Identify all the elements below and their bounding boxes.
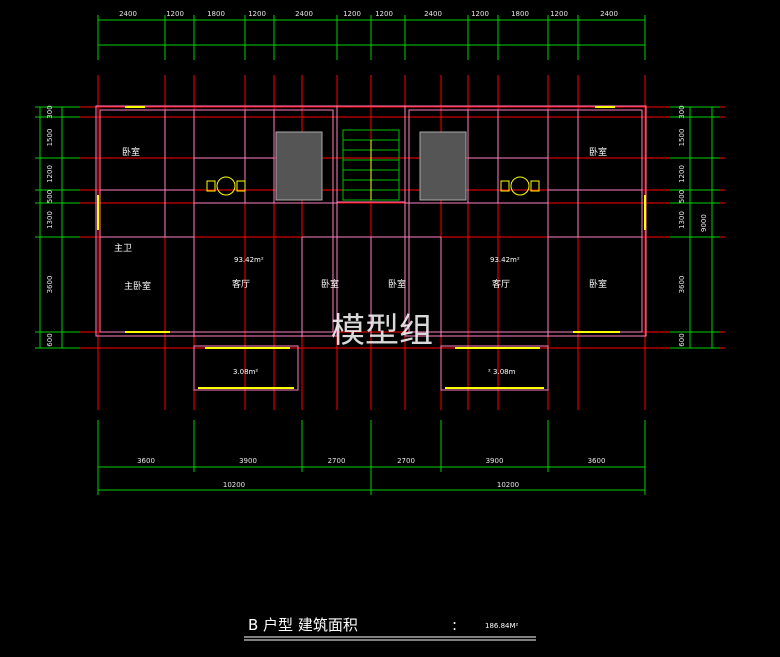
top-dimension-4: 2400 — [295, 10, 313, 18]
axis-grid — [40, 75, 725, 410]
bottom-total-right: 10200 — [497, 481, 519, 489]
top-dimension-3: 1200 — [248, 10, 266, 18]
area-left-unit: 93.42m² — [234, 256, 264, 264]
top-dimension-10: 1200 — [550, 10, 568, 18]
left-dimension-4: 1300 — [46, 211, 54, 229]
left-dimension-6: 600 — [46, 333, 54, 346]
top-dimension-9: 1800 — [511, 10, 529, 18]
left-dimension-3: 500 — [46, 190, 54, 203]
room-label-bedroom-top-left: 卧室 — [122, 146, 140, 158]
area-right-unit: 93.42m² — [490, 256, 520, 264]
right-dimension-labels: 300 1500 1200 500 1300 3600 600 — [678, 105, 686, 346]
room-label-living-left: 客厅 — [232, 278, 250, 290]
footer-colon: : — [452, 616, 457, 634]
left-dimension-labels: 300 1500 1200 500 1300 3600 600 — [46, 105, 54, 346]
top-dimension-7: 2400 — [424, 10, 442, 18]
right-dimension-6: 600 — [678, 333, 686, 346]
left-dimension-5: 3600 — [46, 276, 54, 294]
left-dimension-2: 1200 — [46, 165, 54, 183]
right-dimension-4: 1300 — [678, 211, 686, 229]
bottom-dimension-labels: 3600 3900 2700 2700 3900 3600 10200 10200 — [137, 457, 605, 489]
bottom-dimension-3: 2700 — [397, 457, 415, 465]
area-right-balcony: ² 3.08m — [488, 368, 516, 376]
footer-area-total: 186.84M² — [485, 622, 519, 630]
right-total-dimension: 9000 — [700, 214, 708, 232]
dining-furniture — [206, 176, 540, 196]
room-label-bedroom-mid-right: 卧室 — [388, 278, 406, 290]
top-dimension-11: 2400 — [600, 10, 618, 18]
top-dimension-0: 2400 — [119, 10, 137, 18]
bottom-dimension-0: 3600 — [137, 457, 155, 465]
kitchen-blocks — [275, 131, 467, 201]
footer-unit-label: B 户型 建筑面积 — [248, 616, 358, 634]
room-label-living-right: 客厅 — [492, 278, 510, 290]
bottom-dimension-5: 3600 — [588, 457, 606, 465]
bottom-dimension-1: 3900 — [239, 457, 257, 465]
right-dimension-2: 1200 — [678, 165, 686, 183]
bottom-dimension-2: 2700 — [328, 457, 346, 465]
room-label-master-bath: 主卫 — [114, 242, 132, 254]
top-dimension-6: 1200 — [375, 10, 393, 18]
room-label-bedroom-mid-left: 卧室 — [321, 278, 339, 290]
top-dimension-labels: 2400 1200 1800 1200 2400 1200 1200 2400 1200 1800… — [119, 10, 618, 18]
room-label-bedroom-right: 卧室 — [589, 278, 607, 290]
right-dimension-5: 3600 — [678, 276, 686, 294]
bottom-dimension-4: 3900 — [486, 457, 504, 465]
top-dimension-2: 1800 — [207, 10, 225, 18]
right-dimension-3: 500 — [678, 190, 686, 203]
dimension-lines — [35, 15, 720, 495]
watermark: 模型组 — [331, 311, 433, 351]
top-dimension-1: 1200 — [166, 10, 184, 18]
room-label-master-bedroom: 主卧室 — [124, 280, 151, 292]
room-label-bedroom-top-right: 卧室 — [589, 146, 607, 158]
bottom-total-left: 10200 — [223, 481, 245, 489]
left-dimension-1: 1500 — [46, 129, 54, 147]
right-dimension-0: 300 — [678, 105, 686, 118]
staircase — [342, 129, 400, 201]
windows — [97, 106, 646, 389]
right-dimension-1: 1500 — [678, 129, 686, 147]
area-left-balcony: 3.08m² — [233, 368, 258, 376]
top-dimension-5: 1200 — [343, 10, 361, 18]
left-dimension-0: 300 — [46, 105, 54, 118]
top-dimension-8: 1200 — [471, 10, 489, 18]
